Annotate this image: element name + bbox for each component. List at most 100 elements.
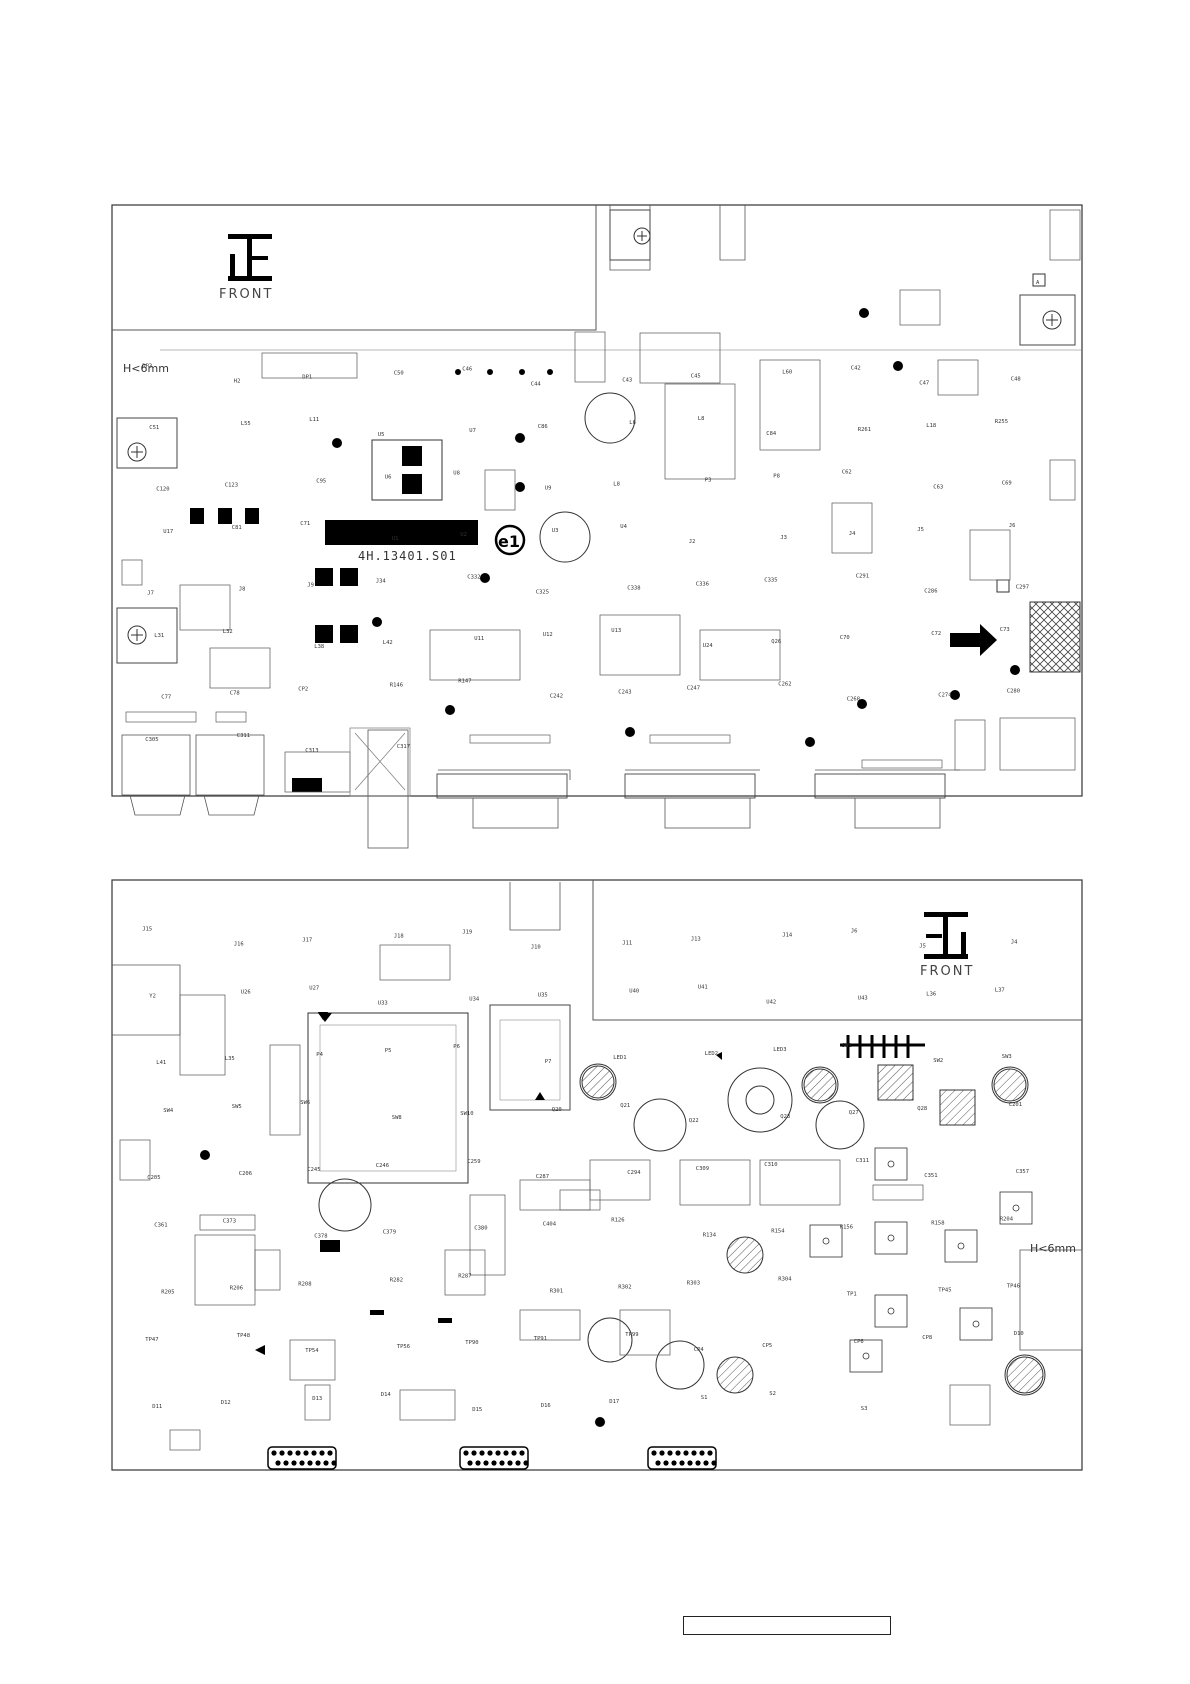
connector-pin [507,1460,513,1466]
ref-label: J11 [622,941,632,947]
ref-label: U8 [453,471,460,477]
connector-pin [499,1460,505,1466]
ref-label: J8 [239,587,246,593]
ref-label: J16 [234,942,244,948]
ref-label: CP8 [922,1335,932,1341]
connector-pin [295,1450,301,1456]
ref-label: C287 [536,1174,549,1180]
connector-pin [495,1450,501,1456]
ref-label: CP4 [694,1347,705,1353]
connector-pin [279,1450,285,1456]
ref-label: U12 [543,632,553,638]
ref-label: P7 [545,1059,552,1065]
ref-label: L11 [309,417,319,423]
ref-label: J14 [782,933,793,939]
ref-label: C205 [147,1175,160,1181]
ref-label: C313 [305,748,318,754]
connector-pin [283,1460,289,1466]
ref-label: C378 [314,1234,327,1240]
ref-label: U17 [163,529,173,535]
ref-label: DP1 [302,375,312,381]
power-pads [190,439,443,792]
ref-label: TP47 [145,1337,158,1343]
ref-label: C84 [766,431,777,437]
connector-pin [679,1460,685,1466]
front-symbol [924,912,968,959]
mounting-hole [609,209,651,261]
ref-label: R304 [778,1276,792,1282]
ref-label: C305 [145,737,158,743]
ref-label: J13 [691,937,701,943]
connector-pin [487,1450,493,1456]
ref-label: C286 [924,589,937,595]
ref-label: C297 [1016,585,1029,591]
connector-pin [703,1460,709,1466]
ref-label: C268 [847,697,860,703]
ref-label: C62 [842,470,852,476]
ref-label: TP45 [938,1287,951,1293]
ref-label: C77 [161,695,171,701]
ref-label: Q20 [552,1107,562,1113]
ref-label: P8 [773,474,780,480]
ref-label: C262 [778,682,791,688]
ref-label: L60 [782,370,792,376]
ref-label: U7 [469,428,476,434]
ref-label: R156 [840,1225,853,1231]
ref-label: C70 [840,635,850,641]
ref-label: S1 [701,1395,708,1401]
ref-label: C242 [550,694,563,700]
mounting-hole [116,417,178,469]
connector-pin [691,1450,697,1456]
ref-label: J15 [142,927,152,933]
ref-label: J3 [780,535,787,541]
ref-label: R134 [703,1233,717,1239]
connector-pin [303,1450,309,1456]
page-footer-box [683,1616,891,1635]
ref-label: CP5 [762,1343,772,1349]
ref-label: C45 [691,374,701,380]
ref-label: R287 [458,1273,471,1279]
ref-label: J4 [849,531,856,537]
ref-label: L41 [156,1060,166,1066]
component-outlines [121,209,1081,797]
connector-pin [663,1460,669,1466]
height-note: H<6mm [1030,1242,1076,1255]
connector-pin [271,1450,277,1456]
ref-label: LED1 [613,1055,626,1061]
connector-pin [483,1460,489,1466]
connector-pin [331,1460,337,1466]
ref-label: L55 [241,421,251,427]
ref-label: C310 [764,1162,777,1168]
ref-label: C361 [154,1223,167,1229]
ref-label: D17 [609,1399,619,1405]
ref-label: Q26 [771,639,781,645]
ref-label: L35 [225,1056,235,1062]
connector-pin [479,1450,485,1456]
ref-label: SW3 [1002,1054,1012,1060]
connector-pin [655,1460,661,1466]
ref-label: C47 [919,381,929,387]
ref-label: Y2 [149,993,156,999]
connector-pin [323,1460,329,1466]
ref-label: LED3 [773,1047,786,1053]
ref-label: L8 [698,416,705,422]
top-board: FRONT H<6mm 4H.13401.S01 e1 A [111,204,1083,849]
component-outlines [119,944,991,1451]
ref-label: U40 [629,988,639,994]
ref-label: S2 [769,1391,776,1397]
ref-label: C351 [924,1173,937,1179]
main-ic [307,1012,469,1184]
bottom-ref-labels: J15J16J17J18J19J10J11J13J14J6J5J4Y2U26U2… [142,927,1029,1413]
ref-label: C294 [627,1170,641,1176]
connector-pin [287,1450,293,1456]
ref-label: R206 [230,1285,243,1291]
ref-label: C81 [232,525,242,531]
ref-label: C380 [474,1226,487,1232]
ref-label: C95 [316,479,326,485]
connector-pin [519,1450,525,1456]
connector-pin [711,1460,717,1466]
ref-label: TP48 [237,1333,250,1339]
connector-pin [463,1450,469,1456]
ref-label: D12 [221,1400,231,1406]
